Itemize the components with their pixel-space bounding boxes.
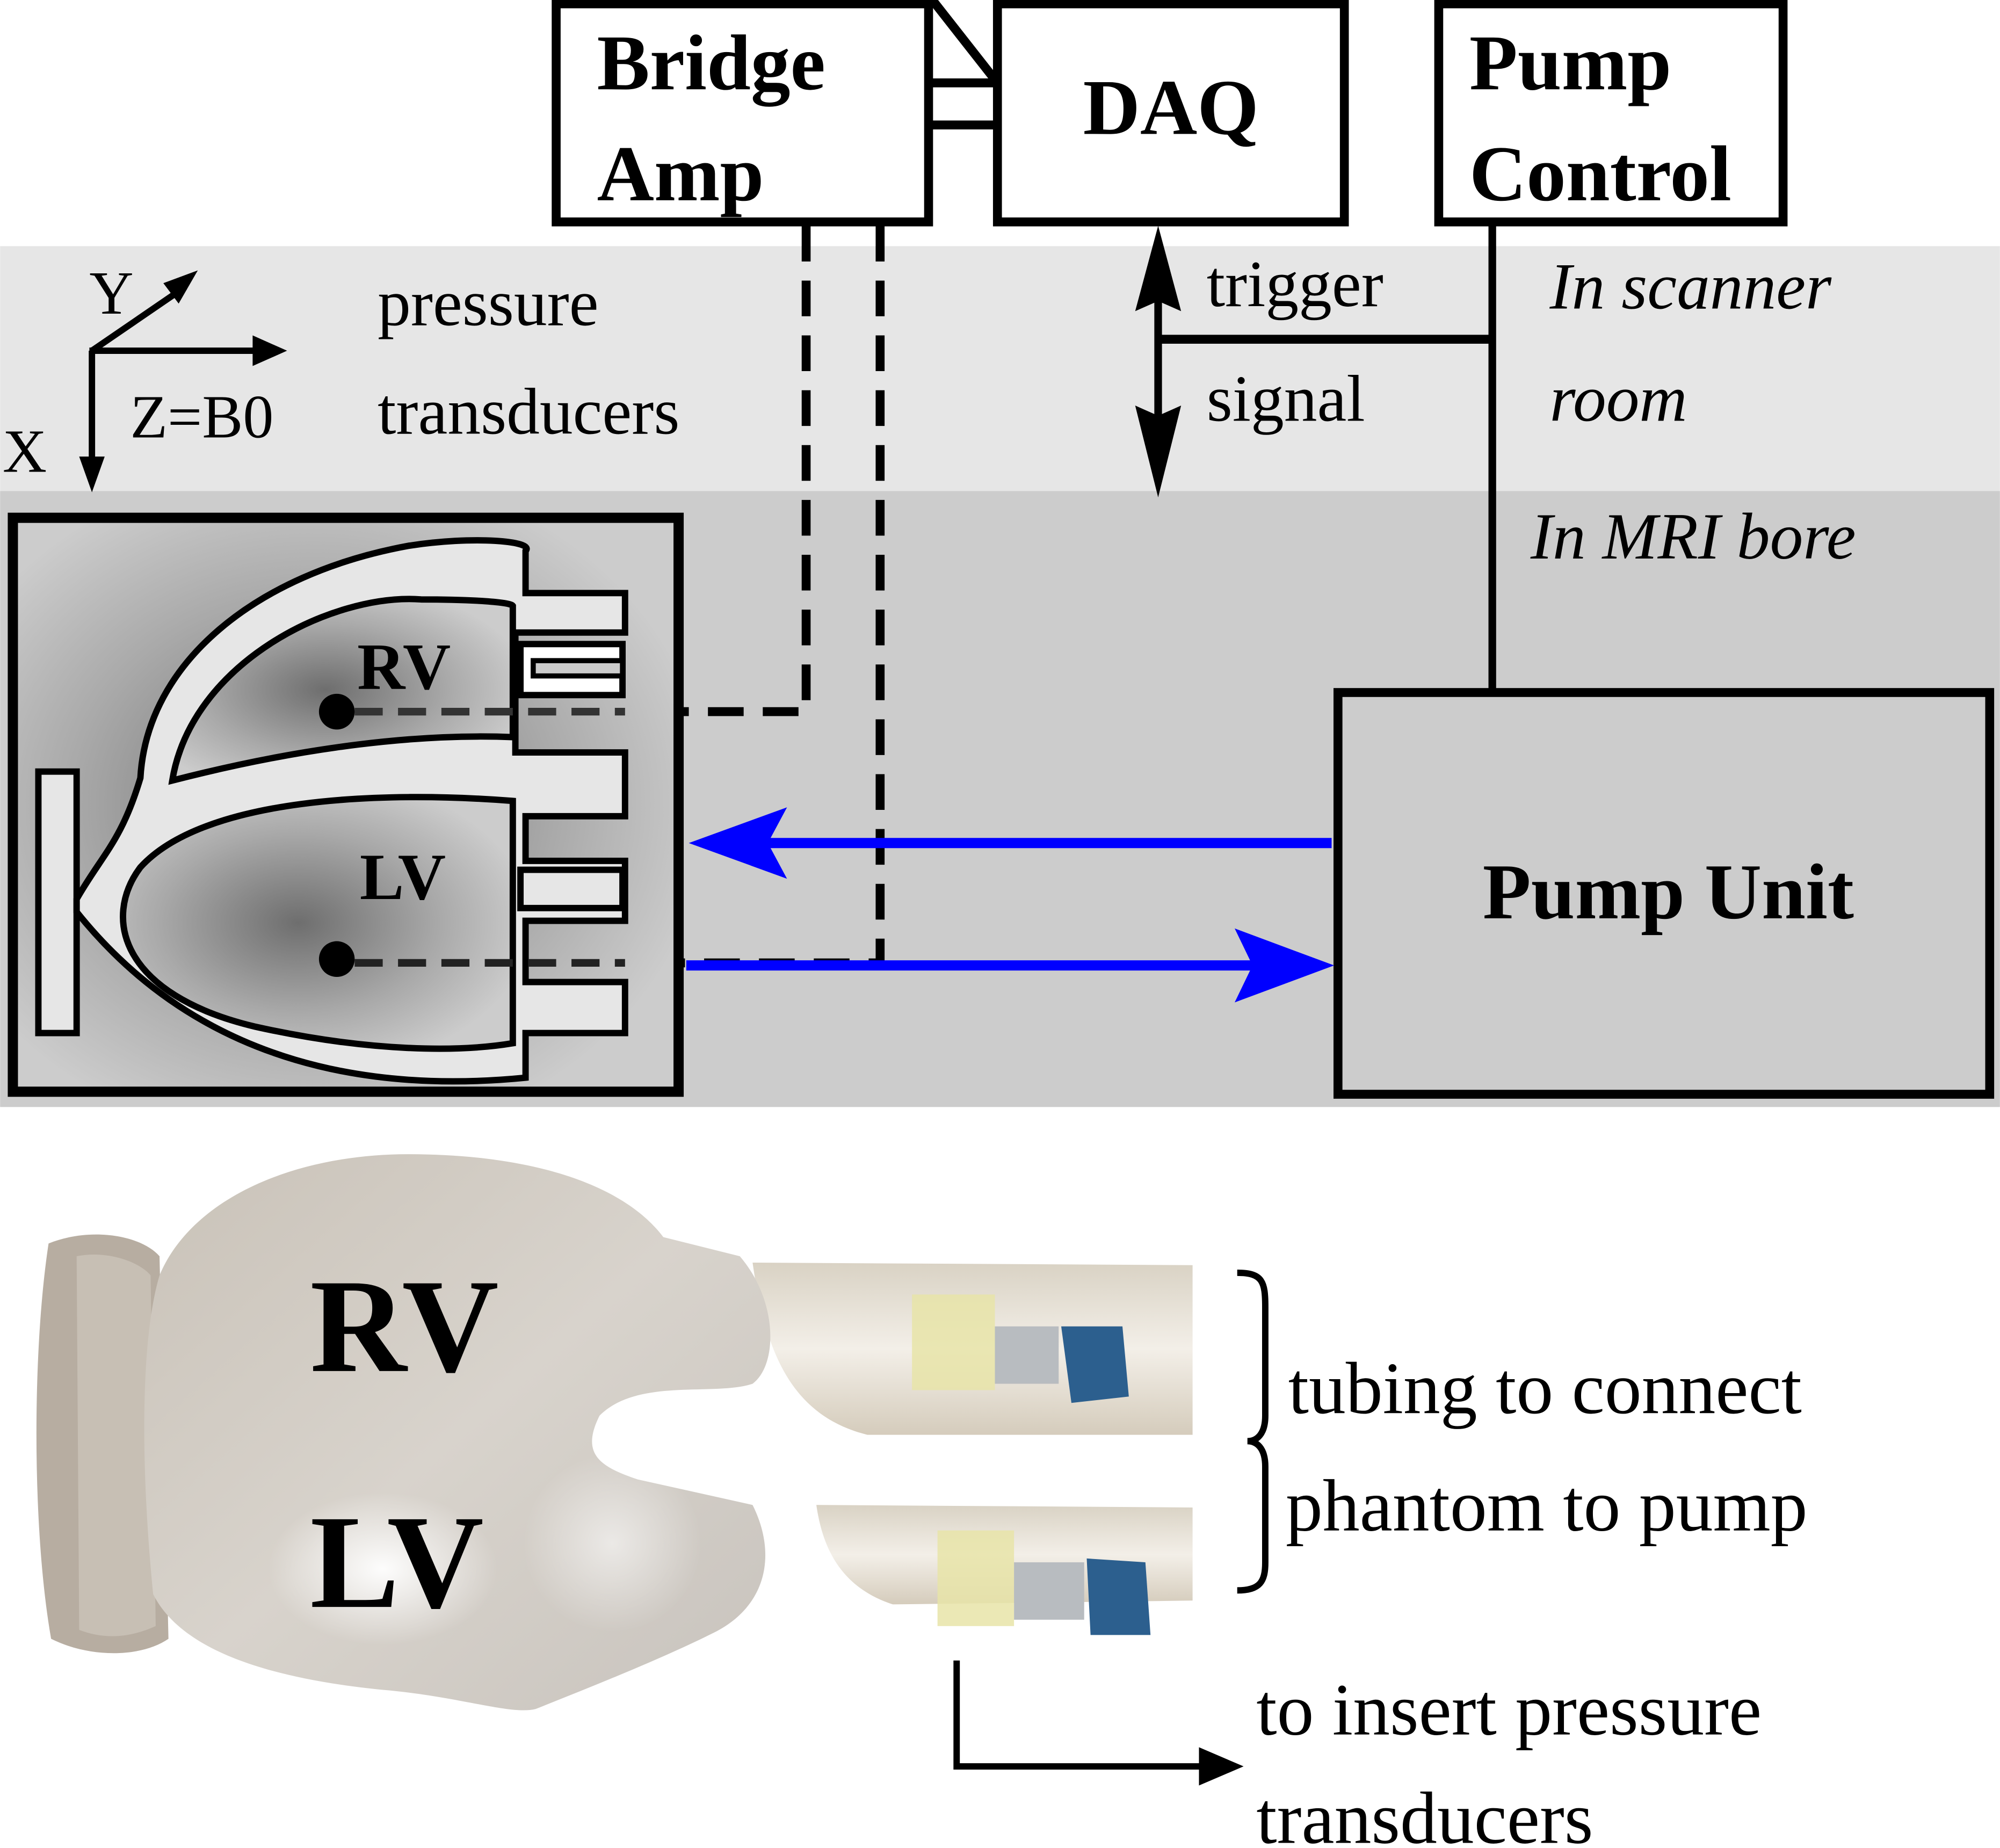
z-axis-arrowhead	[252, 335, 287, 366]
pump-control-label-line1: Pump	[1469, 19, 1671, 106]
photo-rv-label: RV	[310, 1252, 498, 1400]
y-axis-arrow	[90, 284, 187, 353]
photo-upper-cap	[1061, 1326, 1129, 1403]
signal-label: signal	[1207, 362, 1365, 436]
lv-schematic-label: LV	[360, 840, 446, 914]
photo-lv-label: LV	[310, 1488, 483, 1636]
tubing-brace	[1237, 1270, 1269, 1594]
phantom-photo: RV LV	[36, 1154, 1193, 1711]
insert-caption-line1: to insert pressure	[1256, 1669, 1762, 1751]
pump-unit-box: Pump Unit	[1333, 688, 1995, 1099]
trigger-arrowhead-up	[1135, 226, 1182, 311]
bridge-daq-connector	[929, 0, 1001, 86]
daq-box: DAQ	[992, 0, 1349, 227]
photo-upper-connector	[912, 1294, 995, 1390]
coordinate-axes: Y Z=B0 X	[3, 259, 287, 492]
insert-arrowhead	[1199, 1747, 1244, 1786]
lv-transducer-tip	[318, 941, 355, 977]
pump-unit-label: Pump Unit	[1483, 848, 1854, 936]
tubing-caption-line2: phantom to pump	[1286, 1465, 1808, 1547]
scanner-room-zone	[0, 246, 2000, 491]
pressure-transducers-label-line1: pressure	[378, 266, 598, 340]
rv-transducer-cable	[625, 226, 811, 716]
flow-arrowhead-left	[689, 807, 787, 879]
scanner-room-label-line2: room	[1550, 362, 1687, 436]
daq-label: DAQ	[1083, 63, 1259, 151]
x-axis-arrowhead	[79, 456, 105, 492]
mri-bore-label: In MRI bore	[1530, 499, 1856, 573]
x-axis-label: X	[3, 417, 47, 485]
scanner-room-label-line1: In scanner	[1549, 250, 1832, 323]
y-axis-label: Y	[89, 259, 133, 327]
pump-control-box: Pump Control	[1434, 0, 1788, 227]
rv-transducer-tip	[318, 693, 355, 730]
pressure-transducers-label-line2: transducers	[378, 374, 679, 448]
insert-transducer-arrow	[953, 1660, 1244, 1786]
trigger-arrowhead-down	[1135, 405, 1182, 498]
tubing-caption-line1: tubing to connect	[1288, 1347, 1802, 1429]
bridge-amp-box: Bridge Amp	[552, 0, 933, 227]
photo-lower-cap	[1086, 1558, 1151, 1635]
insert-caption-line2: transducers	[1256, 1777, 1593, 1848]
y-axis-arrowhead	[163, 270, 198, 304]
pump-control-label-line2: Control	[1469, 130, 1731, 218]
phantom-schematic: RV LV	[8, 512, 684, 1097]
flow-to-phantom-arrow	[689, 807, 1332, 879]
photo-lower-connector	[937, 1530, 1015, 1626]
lv-chamber	[120, 794, 516, 1052]
trigger-label: trigger	[1207, 247, 1383, 321]
trigger-signal: trigger signal	[1135, 226, 1492, 498]
bridge-amp-label-line1: Bridge	[597, 19, 825, 107]
bridge-amp-label-line2: Amp	[597, 130, 764, 218]
rv-chamber	[168, 596, 516, 785]
z-axis-label: Z=B0	[130, 383, 273, 451]
rv-schematic-label: RV	[357, 629, 451, 703]
flow-to-pump-arrow	[686, 928, 1335, 1003]
flow-arrowhead-right	[1234, 928, 1335, 1003]
